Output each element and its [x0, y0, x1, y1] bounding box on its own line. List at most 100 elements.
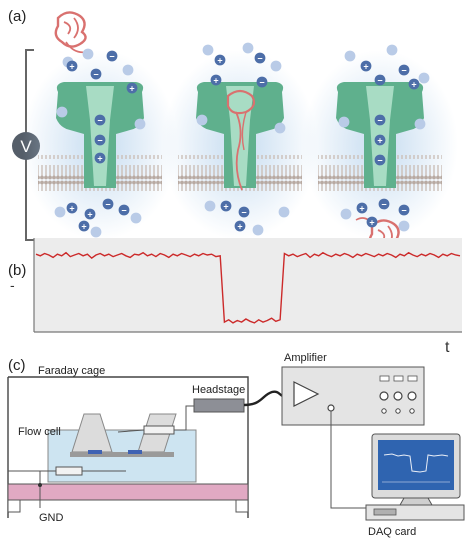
cation-icon: +: [66, 60, 78, 72]
base-table: [7, 483, 249, 513]
knob-icon: [379, 391, 389, 401]
electrodes: [8, 405, 194, 476]
panel-c-label: (c): [8, 357, 26, 374]
cation-icon: +: [234, 220, 246, 232]
anion-icon: −: [374, 114, 386, 126]
ion-light-icon: [204, 200, 216, 212]
amplifier-label: Amplifier: [284, 352, 327, 364]
faraday-cage-label: Faraday cage: [38, 365, 105, 377]
svg-text:−: −: [97, 136, 102, 146]
headstage-label: Headstage: [192, 384, 245, 396]
ion-light-icon: [414, 118, 426, 130]
cation-icon: +: [214, 54, 226, 66]
anion-icon: −: [94, 114, 106, 126]
svg-text:+: +: [237, 222, 242, 232]
pore-scene-1: [22, 11, 178, 240]
ion-light-icon: [278, 206, 290, 218]
anion-icon: −: [238, 206, 250, 218]
current-trace-line: [35, 251, 461, 324]
ion-light-icon: [252, 224, 264, 236]
cation-icon: +: [356, 202, 368, 214]
svg-text:−: −: [105, 200, 110, 210]
flow-cell: Flow cell: [18, 413, 197, 483]
anion-icon: −: [102, 198, 114, 210]
monitor-screen: [378, 440, 454, 490]
knob-icon: [393, 391, 403, 401]
anion-icon: −: [90, 68, 102, 80]
cation-icon: +: [220, 200, 232, 212]
svg-text:−: −: [401, 66, 406, 76]
current-trace-chart: - t: [10, 238, 462, 356]
svg-text:−: −: [377, 156, 382, 166]
protein-analyte: [54, 11, 87, 54]
svg-text:−: −: [241, 208, 246, 218]
cation-icon: +: [66, 202, 78, 214]
amplifier: Amplifier: [281, 352, 425, 509]
svg-text:−: −: [381, 200, 386, 210]
ion-light-icon: [270, 60, 282, 72]
svg-text:+: +: [377, 136, 382, 146]
anion-icon: −: [398, 204, 410, 216]
svg-text:+: +: [81, 222, 86, 232]
gnd-label: GND: [39, 512, 64, 524]
pore-scene-2: [162, 50, 318, 240]
cation-icon: +: [126, 82, 138, 94]
ion-light-icon: [338, 116, 350, 128]
ion-light-icon: [196, 114, 208, 126]
cation-icon: +: [360, 60, 372, 72]
ion-light-icon: [344, 50, 356, 62]
svg-text:+: +: [217, 56, 222, 66]
panel-b-label: (b): [8, 262, 26, 279]
headstage: Headstage: [192, 384, 287, 413]
faraday-cage: Faraday cage: [7, 365, 249, 518]
anion-icon: −: [106, 50, 118, 62]
ion-light-icon: [82, 48, 94, 60]
svg-text:+: +: [223, 202, 228, 212]
ion-light-icon: [398, 220, 410, 232]
cation-icon: +: [78, 220, 90, 232]
ion-light-icon: [386, 44, 398, 56]
cation-icon: +: [210, 74, 222, 86]
svg-text:+: +: [87, 210, 92, 220]
svg-text:−: −: [401, 206, 406, 216]
svg-text:−: −: [257, 54, 262, 64]
cation-icon: +: [408, 78, 420, 90]
anion-icon: −: [378, 198, 390, 210]
panel-a-label: (a): [8, 8, 26, 25]
ion-light-icon: [418, 72, 430, 84]
ion-light-icon: [242, 42, 254, 54]
svg-text:+: +: [69, 204, 74, 214]
cation-icon: +: [94, 152, 106, 164]
svg-text:−: −: [93, 70, 98, 80]
plot-area: [34, 238, 462, 332]
svg-text:−: −: [377, 76, 382, 86]
svg-text:+: +: [213, 76, 218, 86]
cation-icon: +: [366, 216, 378, 228]
ion-light-icon: [340, 208, 352, 220]
ion-light-icon: [202, 44, 214, 56]
y-axis-mark: -: [10, 277, 15, 293]
svg-text:−: −: [97, 116, 102, 126]
svg-text:+: +: [363, 62, 368, 72]
computer: DAQ card: [365, 433, 465, 538]
ion-light-icon: [56, 106, 68, 118]
svg-text:+: +: [359, 204, 364, 214]
cation-icon: +: [374, 134, 386, 146]
anion-icon: −: [374, 154, 386, 166]
ion-light-icon: [130, 212, 142, 224]
ion-light-icon: [90, 226, 102, 238]
ion-light-icon: [122, 64, 134, 76]
svg-text:−: −: [377, 116, 382, 126]
daq-card-label: DAQ card: [368, 526, 416, 538]
ions: +−−+−−+++−−++−+−+−++−−+−+−+−−+: [54, 42, 430, 238]
gnd-connection: GND: [38, 471, 64, 524]
anion-icon: −: [256, 76, 268, 88]
svg-text:+: +: [411, 80, 416, 90]
op-amp-symbol: [293, 381, 320, 407]
anion-icon: −: [374, 74, 386, 86]
svg-text:−: −: [259, 78, 264, 88]
svg-text:−: −: [121, 206, 126, 216]
ion-light-icon: [134, 118, 146, 130]
anion-icon: −: [398, 64, 410, 76]
